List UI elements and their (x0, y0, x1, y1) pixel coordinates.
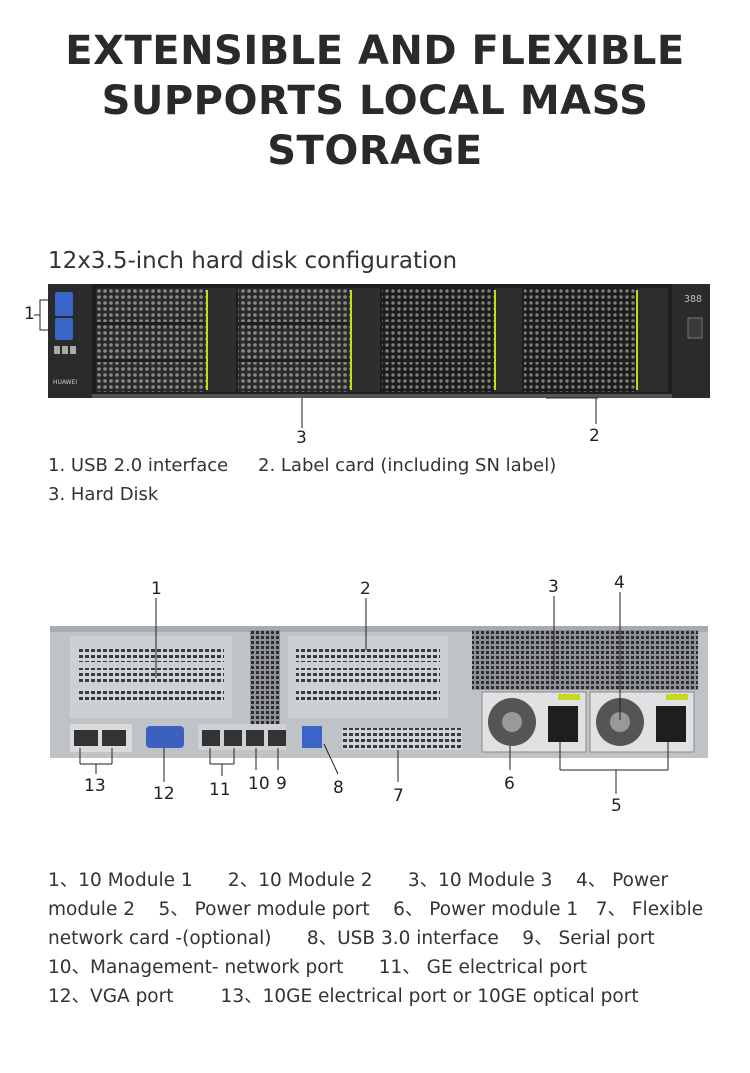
management-port[interactable] (246, 730, 264, 746)
usb-port-front-1[interactable] (55, 292, 73, 316)
front-callout-3: 3 (296, 428, 307, 448)
legend-item: 7、 Flexible (595, 899, 704, 920)
power-module-port-1[interactable] (548, 706, 578, 742)
brand-logo: HUAWEI (53, 379, 77, 386)
headline-line-1: EXTENSIBLE AND FLEXIBLE (65, 28, 685, 74)
legend-item: 2、10 Module 2 (227, 870, 373, 891)
legend-item: network card -(optional) (48, 928, 272, 949)
serial-port[interactable] (268, 730, 286, 746)
rear-callout-6: 6 (504, 774, 515, 794)
front-callout-2: 2 (589, 426, 600, 446)
headline-line-3: STORAGE (267, 128, 483, 174)
front-caption-label-card: 2. Label card (including SN label) (258, 455, 557, 476)
rear-callout-3: 3 (548, 577, 559, 597)
front-server-illustration: 388 HUAWEI (34, 284, 710, 428)
panel-display: 388 (684, 294, 702, 305)
legend-line-1: 1、10 Module 1 2、10 Module 2 3、10 Module … (48, 866, 738, 895)
rear-callout-4: 4 (614, 573, 625, 593)
front-callout-1: 1 (24, 304, 35, 324)
legend-line-2: module 2 5、 Power module port 6、 Power m… (48, 895, 738, 924)
legend-line-4: 10、Management- network port 11、 GE elect… (48, 953, 738, 982)
10ge-port-2[interactable] (102, 730, 126, 746)
flexible-network-card (342, 728, 462, 750)
legend-item: module 2 (48, 899, 135, 920)
front-subtitle: 12x3.5-inch hard disk configuration (48, 248, 458, 274)
power-button-icon[interactable] (687, 317, 703, 339)
headline: EXTENSIBLE AND FLEXIBLE SUPPORTS LOCAL M… (0, 26, 750, 176)
legend-item: 11、 GE electrical port (378, 957, 588, 978)
rear-callout-10: 10 (248, 774, 270, 794)
rear-legend: 1、10 Module 1 2、10 Module 2 3、10 Module … (48, 866, 738, 1011)
usb-port-front-2[interactable] (55, 318, 73, 340)
vga-port[interactable] (146, 726, 184, 748)
rear-callout-12: 12 (153, 784, 175, 804)
rear-callout-2: 2 (360, 579, 371, 599)
legend-item: 12、VGA port (48, 986, 174, 1007)
legend-item: 13、10GE electrical port or 10GE optical … (220, 986, 639, 1007)
legend-item: 1、10 Module 1 (48, 870, 193, 891)
10ge-port-1[interactable] (74, 730, 98, 746)
io-module-3 (472, 630, 698, 690)
legend-item: 8、USB 3.0 interface (306, 928, 499, 949)
rear-callout-7: 7 (393, 786, 404, 806)
right-ear (672, 284, 710, 398)
rear-callout-5: 5 (611, 796, 622, 816)
legend-item: 6、 Power module 1 (393, 899, 579, 920)
headline-line-2: SUPPORTS LOCAL MASS (101, 78, 649, 124)
ge-port-2[interactable] (224, 730, 242, 746)
legend-line-5: 12、VGA port 13、10GE electrical port or 1… (48, 982, 738, 1011)
legend-item: 5、 Power module port (158, 899, 370, 920)
usb3-port[interactable] (302, 726, 322, 748)
power-module-port-2[interactable] (656, 706, 686, 742)
rear-server-illustration (50, 592, 708, 794)
rear-callout-11: 11 (209, 780, 231, 800)
legend-item: 9、 Serial port (522, 928, 655, 949)
rear-callout-9: 9 (276, 774, 287, 794)
legend-item: 10、Management- network port (48, 957, 344, 978)
ge-port-1[interactable] (202, 730, 220, 746)
rear-callout-1: 1 (151, 579, 162, 599)
front-caption-hard-disk: 3. Hard Disk (48, 484, 159, 505)
legend-line-3: network card -(optional) 8、USB 3.0 inter… (48, 924, 738, 953)
legend-item: 4、 Power (576, 870, 669, 891)
rear-callout-8: 8 (333, 778, 344, 798)
rear-callout-13: 13 (84, 776, 106, 796)
hard-disk-bays (96, 288, 668, 392)
front-caption-usb: 1. USB 2.0 interface (48, 455, 229, 476)
legend-item: 3、10 Module 3 (407, 870, 553, 891)
